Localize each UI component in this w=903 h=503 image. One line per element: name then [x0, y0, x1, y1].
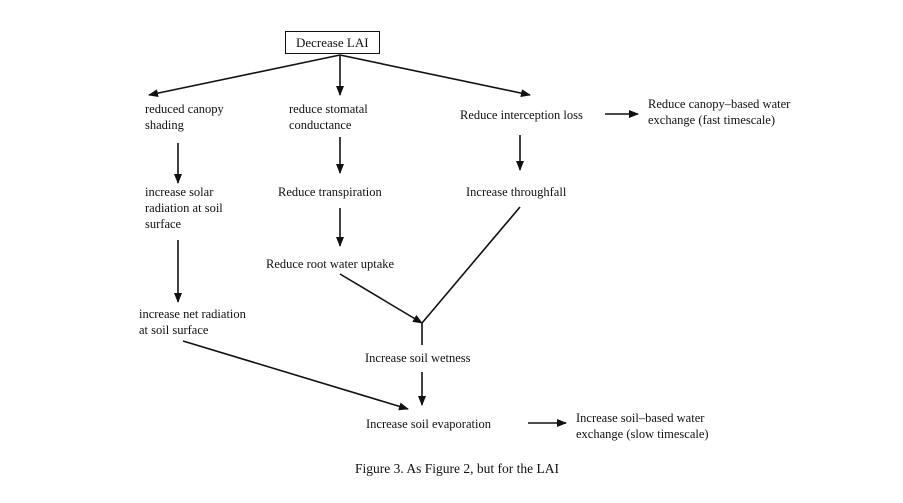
- node-increase-soil-wetness-label: Increase soil wetness: [365, 351, 471, 365]
- arrow-root-uptake-to-wetness: [339, 273, 423, 324]
- node-reduced-canopy-shading: reduced canopy shading: [145, 101, 224, 133]
- node-increase-soil-evaporation-label: Increase soil evaporation: [366, 417, 491, 431]
- node-reduce-interception-loss: Reduce interception loss: [460, 107, 583, 123]
- node-reduce-transpiration: Reduce transpiration: [278, 184, 382, 200]
- node-increase-throughfall: Increase throughfall: [466, 184, 566, 200]
- node-reduce-interception-label: Reduce interception loss: [460, 108, 583, 122]
- node-increase-net-radiation: increase net radiation at soil surface: [139, 306, 246, 338]
- node-reduce-root-uptake-label: Reduce root water uptake: [266, 257, 395, 271]
- node-increase-solar-line-2: radiation at soil: [145, 201, 223, 215]
- node-reduce-canopy-water-exchange: Reduce canopy–based water exchange (fast…: [648, 96, 790, 128]
- node-reduce-stomatal-conductance: reduce stomatal conductance: [289, 101, 368, 133]
- node-increase-net-radiation-line-1: increase net radiation: [139, 307, 246, 321]
- node-increase-net-radiation-line-2: at soil surface: [139, 323, 209, 337]
- node-increase-soil-water-exchange: Increase soil–based water exchange (slow…: [576, 410, 709, 442]
- node-decrease-lai-label: Decrease LAI: [296, 35, 369, 50]
- node-increase-solar-line-1: increase solar: [145, 185, 214, 199]
- node-increase-solar-radiation: increase solar radiation at soil surface: [145, 184, 223, 232]
- node-reduced-canopy-shading-line-2: shading: [145, 118, 184, 132]
- node-reduce-stomatal-line-2: conductance: [289, 118, 352, 132]
- node-reduced-canopy-shading-line-1: reduced canopy: [145, 102, 224, 116]
- node-reduce-stomatal-line-1: reduce stomatal: [289, 102, 368, 116]
- node-decrease-lai: Decrease LAI: [285, 31, 380, 54]
- node-increase-throughfall-label: Increase throughfall: [466, 185, 567, 199]
- arrow-net-radiation-to-evaporation: [182, 340, 409, 411]
- node-increase-soil-evaporation: Increase soil evaporation: [366, 416, 491, 432]
- arrow-lai-to-canopy-shading: [148, 54, 341, 98]
- figure-caption: Figure 3. As Figure 2, but for the LAI: [355, 461, 559, 476]
- node-increase-solar-line-3: surface: [145, 217, 182, 231]
- node-increase-soil-exchange-line-2: exchange (slow timescale): [576, 427, 709, 441]
- node-reduce-canopy-exchange-line-2: exchange (fast timescale): [648, 113, 776, 127]
- arrow-throughfall-to-wetness: [421, 206, 521, 324]
- node-reduce-canopy-exchange-line-1: Reduce canopy–based water: [648, 97, 791, 111]
- arrow-lai-to-interception: [339, 54, 531, 98]
- node-reduce-root-water-uptake: Reduce root water uptake: [266, 256, 394, 272]
- node-increase-soil-exchange-line-1: Increase soil–based water: [576, 411, 705, 425]
- node-increase-soil-wetness: Increase soil wetness: [365, 350, 471, 366]
- node-reduce-transpiration-label: Reduce transpiration: [278, 185, 382, 199]
